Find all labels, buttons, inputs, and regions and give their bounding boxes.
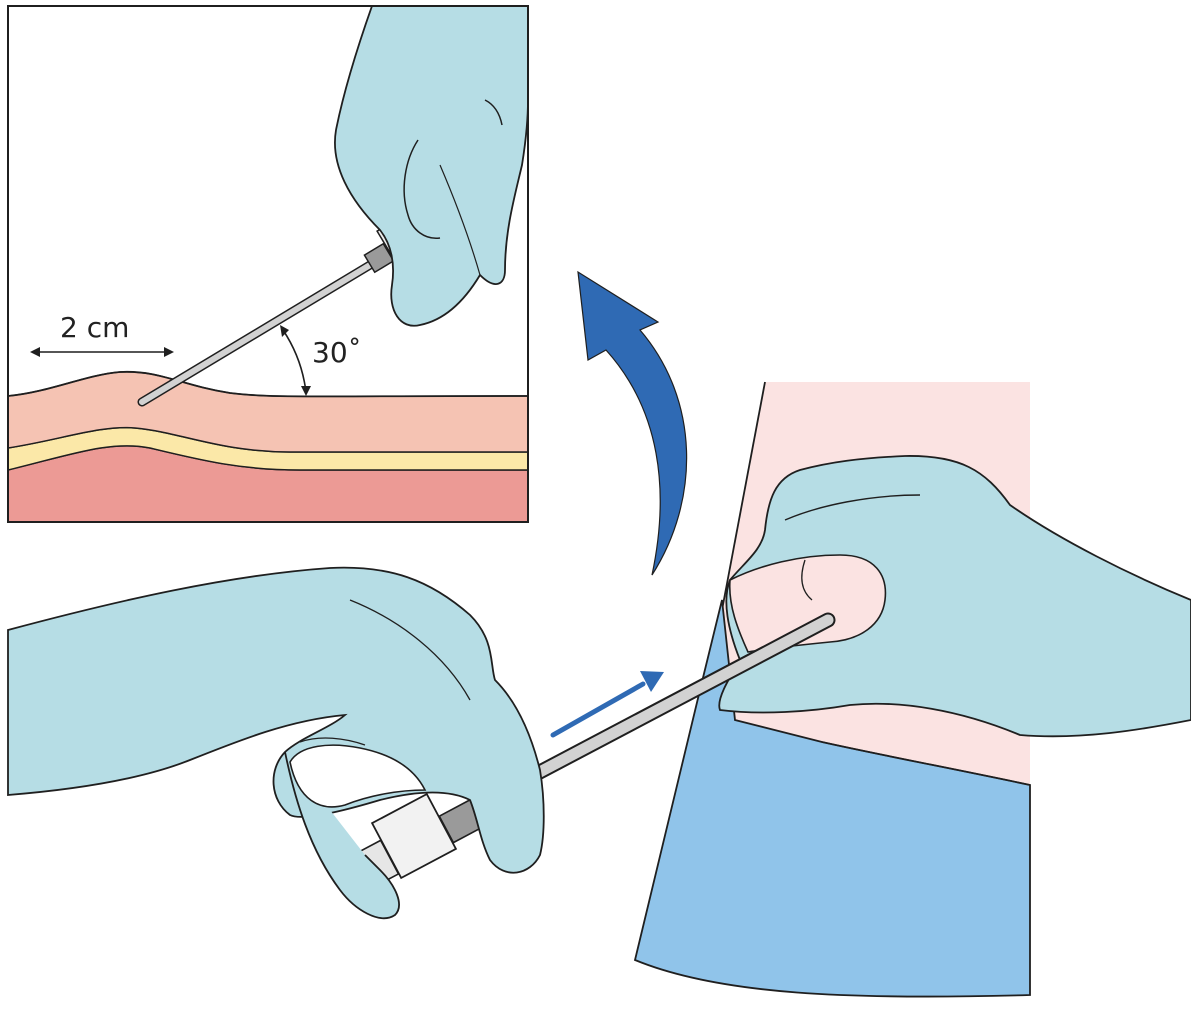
- right-glove-hand: [719, 456, 1191, 736]
- distance-label: 2 cm: [60, 311, 129, 344]
- curved-arrow-icon: [578, 272, 687, 575]
- straight-arrow-icon: [553, 671, 664, 735]
- angle-label: 30˚: [312, 336, 362, 369]
- left-glove-hand: [8, 568, 544, 919]
- inset-panel: 2 cm 30˚: [8, 6, 528, 522]
